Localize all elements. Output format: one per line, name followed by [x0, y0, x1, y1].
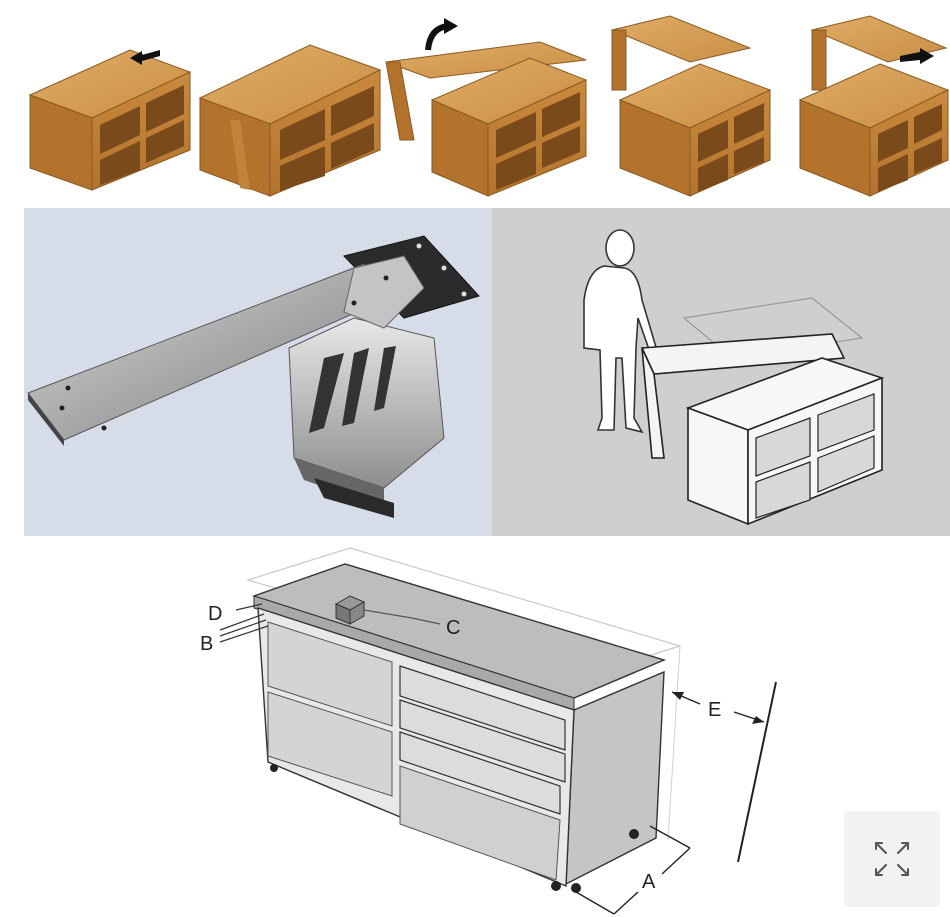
expand-arrows-icon [875, 842, 909, 876]
label-d: D [208, 603, 222, 625]
label-c: C [446, 617, 460, 639]
person-desk-illustration [583, 229, 885, 526]
curved-arrow-icon [425, 18, 458, 51]
cabinet-step-4 [610, 15, 772, 197]
label-b: B [200, 633, 213, 655]
dimensioned-cabinet-illustration: D B C E A [200, 547, 777, 915]
dimension-diagram: D B C E A [0, 536, 950, 917]
person-figure [583, 229, 659, 434]
cabinet-sequence-illustration [28, 15, 950, 197]
arrow-right-icon [900, 48, 934, 64]
cabinet-step-2 [198, 44, 382, 197]
cabinet-step-3 [385, 18, 588, 197]
person-using-desk-sketch [492, 208, 950, 536]
swivel-mechanism-render [24, 208, 492, 536]
swivel-mechanism-illustration [27, 235, 480, 518]
cabinet-step-5 [798, 15, 950, 197]
label-a: A [642, 871, 656, 893]
arrow-left-icon [130, 50, 160, 65]
cabinet-step-1 [28, 49, 192, 191]
c-marker-cube [334, 595, 366, 625]
label-e: E [708, 699, 721, 721]
expand-image-button[interactable] [844, 811, 940, 907]
cabinet-sequence-strip [0, 0, 950, 208]
